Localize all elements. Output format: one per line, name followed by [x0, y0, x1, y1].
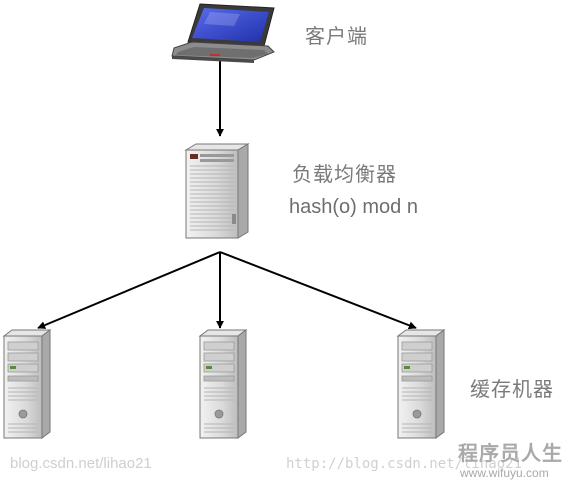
watermark-logo-text: 程序员人生	[458, 441, 563, 465]
laptop-icon	[171, 3, 275, 63]
watermark-left: blog.csdn.net/lihao21	[10, 455, 152, 472]
arrow-balancer-to-cache-3	[219, 251, 417, 330]
client-label: 客户端	[305, 24, 368, 48]
load-balancer-label: 负载均衡器	[292, 162, 397, 186]
watermark-right: http://blog.csdn.net/lihao21	[286, 456, 523, 472]
cache-server-icon	[199, 329, 247, 439]
watermark-logo-url: www.wifuyu.com	[460, 466, 549, 480]
cache-machines-label: 缓存机器	[470, 377, 554, 401]
hash-formula-label: hash(o) mod n	[289, 196, 418, 218]
cache-server-icon	[397, 329, 445, 439]
arrow-balancer-to-cache-1	[37, 251, 221, 329]
cache-server-icon	[3, 329, 51, 439]
load-balancer-server-icon	[185, 143, 249, 239]
